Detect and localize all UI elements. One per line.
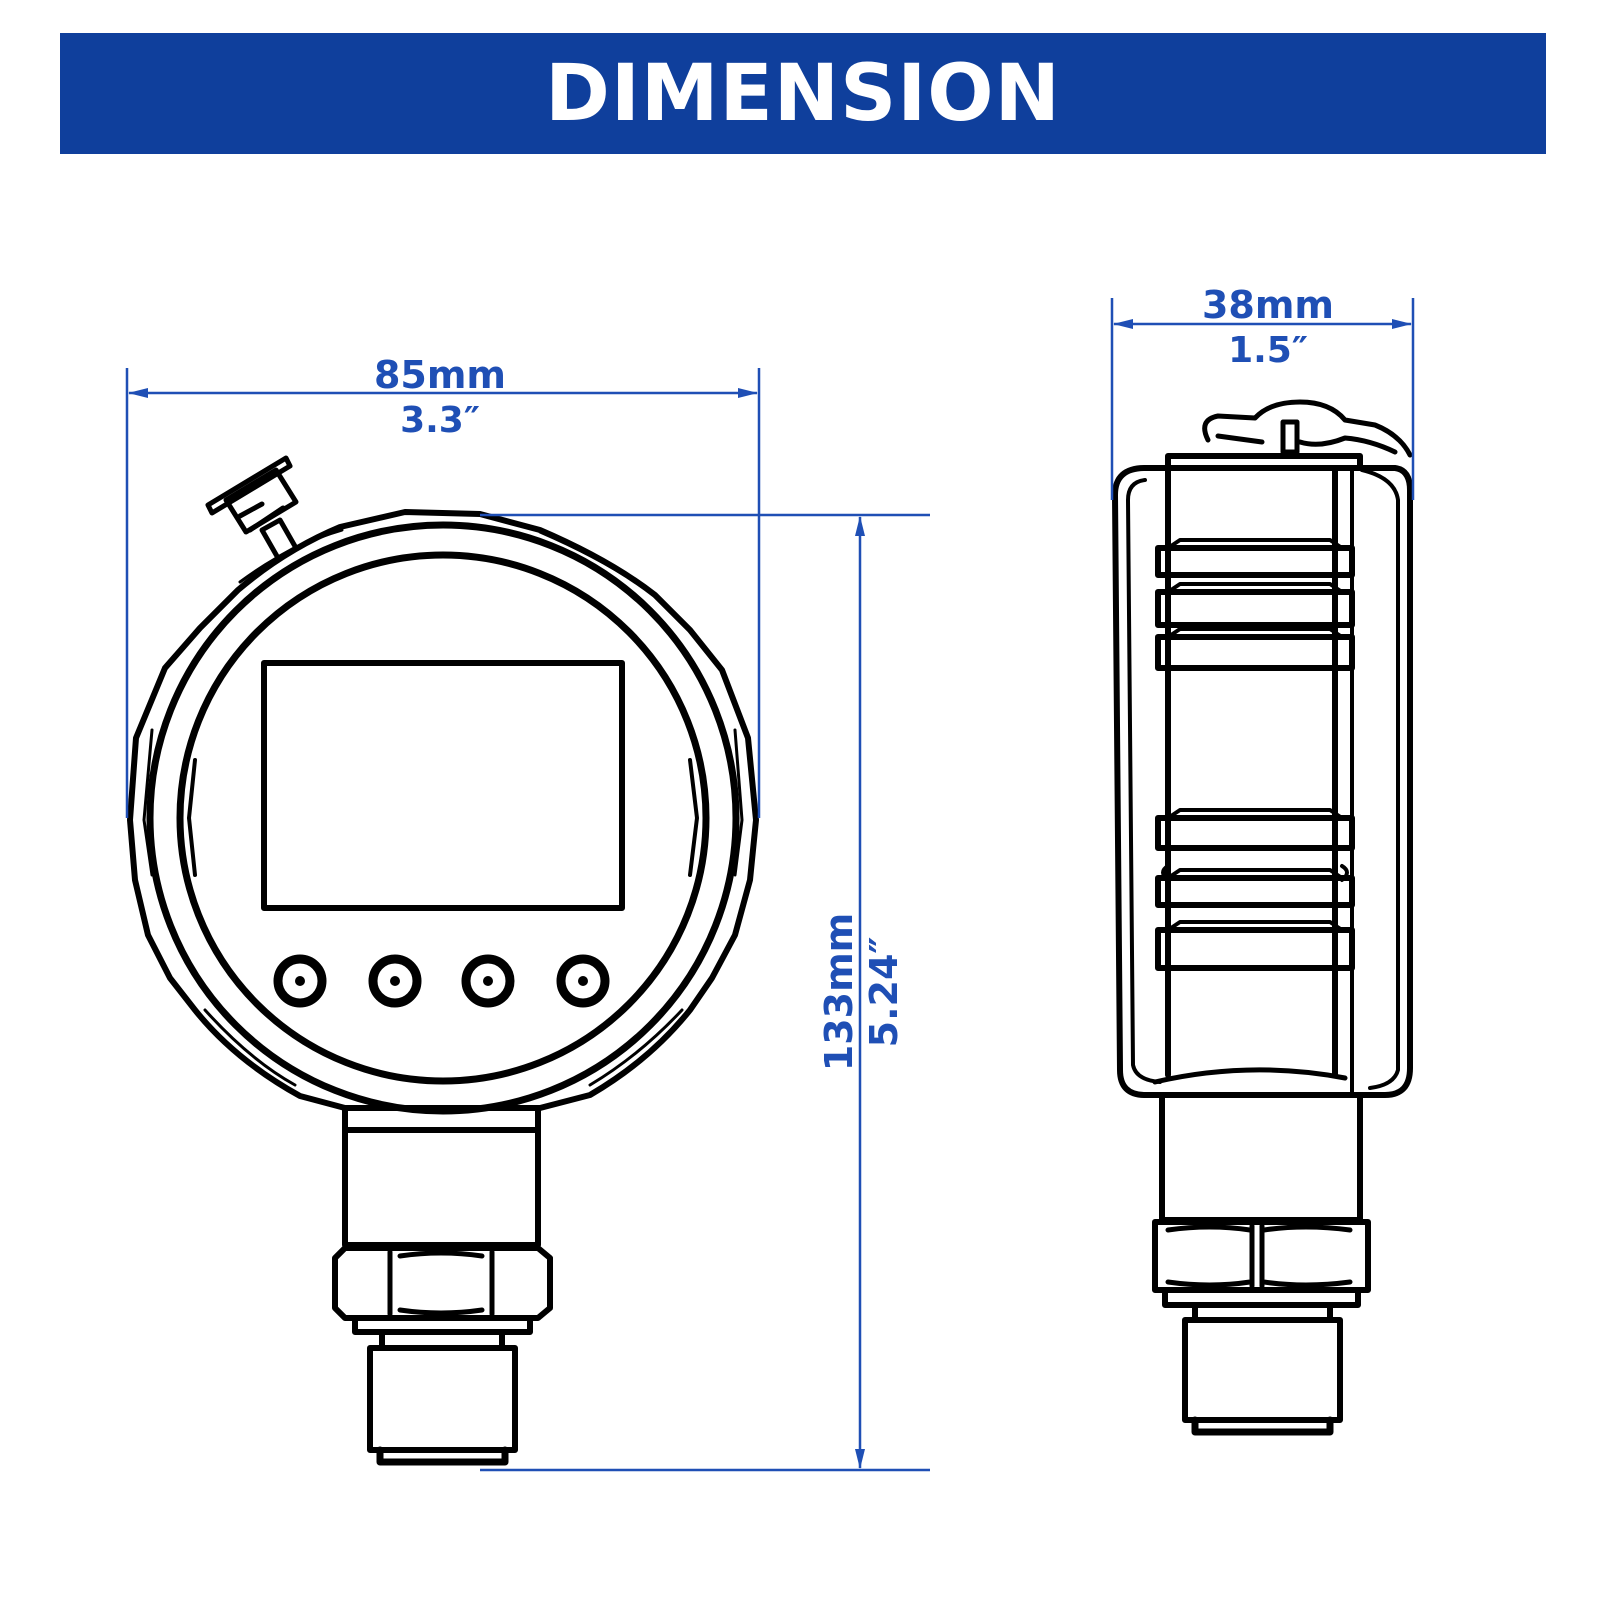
side-fin-band-top-bevels (1166, 538, 1344, 639)
front-button-center (578, 976, 588, 986)
front-height-mm-label: 133mm (817, 913, 861, 1072)
side-fin-band-bottom (1155, 815, 1355, 971)
front-outer-housing (127, 509, 759, 1111)
front-button (556, 954, 610, 1008)
side-stem (1159, 1092, 1363, 1223)
side-fin-band-top (1155, 545, 1355, 671)
display-window (261, 660, 625, 911)
front-nut-base (352, 1315, 533, 1335)
front-fitting (367, 1329, 518, 1453)
side-top-cap (1165, 453, 1363, 471)
front-width-inch-label: 3.3″ (400, 400, 480, 441)
front-view (127, 455, 759, 1466)
side-vent-plug-stem (1280, 419, 1300, 455)
front-button (368, 954, 422, 1008)
title-banner: DIMENSION (60, 33, 1546, 154)
side-inner-column (1165, 465, 1338, 1078)
front-button-center (483, 976, 493, 986)
side-width-mm-label: 38mm (1202, 283, 1334, 327)
front-hex-nut-faces (387, 1249, 495, 1317)
front-fitting-tip (376, 1446, 509, 1466)
side-view (1112, 399, 1413, 1436)
front-bezel-outer (146, 521, 740, 1115)
side-fitting (1182, 1302, 1343, 1423)
front-width-mm-label: 85mm (374, 353, 506, 397)
front-height-inch-label: 5.24″ (862, 937, 906, 1048)
front-bezel-side-marks (187, 758, 699, 877)
side-vent-plug (1202, 399, 1413, 458)
front-button (273, 954, 327, 1008)
front-hex-nut (332, 1245, 553, 1321)
side-fin-band-bottom-bevels (1161, 808, 1349, 932)
side-hex-nut-faces (1165, 1223, 1353, 1289)
front-button-row (273, 954, 610, 1008)
side-housing-right-line (1350, 466, 1400, 1094)
side-width-inch-label: 1.5″ (1228, 330, 1308, 371)
front-button-center (295, 976, 305, 986)
front-dimensions (125, 368, 930, 1472)
side-housing-base-curve (1152, 1067, 1348, 1085)
side-hex-nut (1152, 1219, 1371, 1293)
front-button (461, 954, 515, 1008)
front-bezel-inner (176, 551, 710, 1085)
side-outer-housing (1112, 465, 1413, 1098)
side-nut-base (1162, 1287, 1361, 1308)
page-title: DIMENSION (545, 48, 1061, 139)
front-stem (342, 1105, 541, 1248)
side-housing-inner-line (1126, 478, 1162, 1084)
front-button-center (390, 976, 400, 986)
vent-plug (205, 455, 299, 561)
side-dimensions (1110, 298, 1415, 500)
side-fitting-tip (1191, 1416, 1334, 1436)
